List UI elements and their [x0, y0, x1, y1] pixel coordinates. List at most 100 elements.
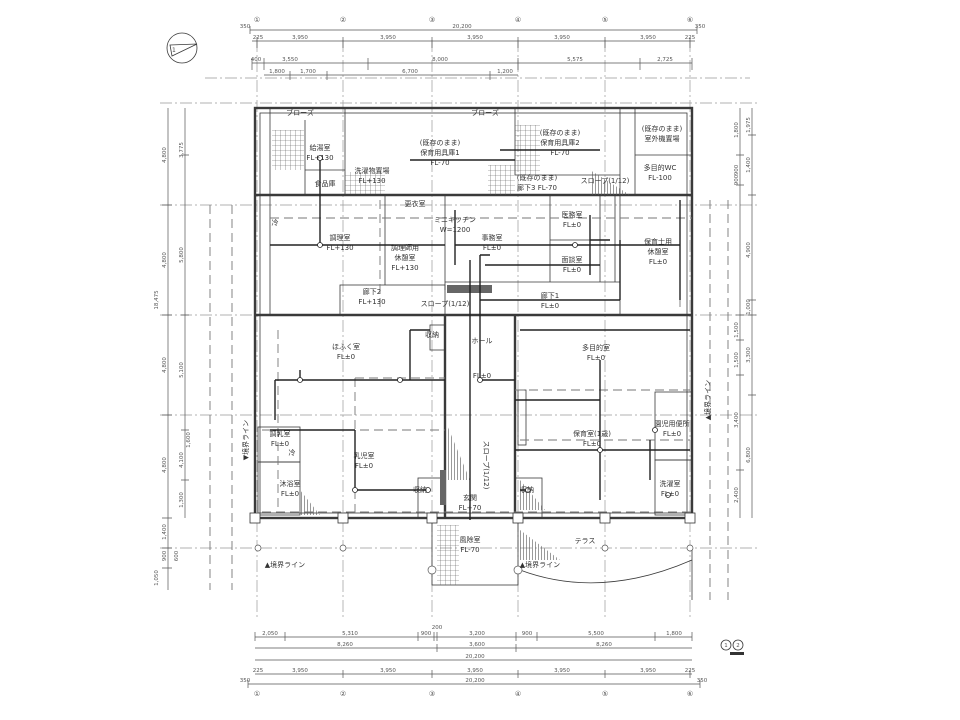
- dimension-text: 2,050: [262, 631, 278, 637]
- scale-symbol: 1 2: [720, 639, 744, 655]
- room-label: (既存のまま): [540, 128, 581, 137]
- room-label: FL+130: [358, 298, 385, 306]
- dimension-text: 1,300: [179, 492, 185, 508]
- grid-axis-label-top: ⑤: [602, 16, 608, 24]
- room-label: 洗濯室: [660, 479, 681, 488]
- dimension-text: 5,800: [179, 247, 185, 263]
- room-label: 収納: [520, 485, 534, 494]
- room-label: 調理師用: [391, 243, 419, 252]
- dimension-text: 3,950: [380, 35, 396, 41]
- dimension-text: 6,700: [402, 69, 418, 75]
- room-label: ▲境界ライン: [703, 380, 712, 420]
- grid-axis-label-bottom: ②: [340, 690, 346, 698]
- dimension-text: 5,500: [588, 631, 604, 637]
- dimension-text: 900: [162, 550, 168, 561]
- room-label: 多目的室: [582, 343, 610, 352]
- svg-text:1: 1: [172, 47, 176, 54]
- dimension-text: 4,800: [162, 457, 168, 473]
- dimension-text: 2,400: [734, 487, 740, 503]
- room-label: (既存のまま): [517, 173, 558, 182]
- room-label: 調理室: [330, 233, 351, 242]
- grid-axis-label-top: ②: [340, 16, 346, 24]
- grid-axis-label-top: ⑥: [687, 16, 693, 24]
- dimension-text: 6,800: [746, 447, 752, 463]
- room-label: 廊下3 FL-70: [517, 183, 557, 192]
- dimension-text: 18,475: [154, 290, 160, 310]
- room-label: (既存のまま): [420, 138, 461, 147]
- dimension-text: 3,950: [467, 668, 483, 674]
- dimension-text: 1,500: [734, 322, 740, 338]
- room-label: ホール: [472, 337, 493, 345]
- room-label: 休憩室: [648, 247, 669, 256]
- dimension-text: 3,400: [734, 412, 740, 428]
- room-label: FL±0: [583, 440, 601, 448]
- room-label: FL±0: [649, 258, 667, 266]
- room-label: 冷: [272, 218, 279, 227]
- room-label: 廊下1: [541, 291, 559, 300]
- dimension-text: 3,550: [282, 57, 298, 63]
- room-label: FL±0: [563, 266, 581, 274]
- room-label: 保育用具庫1: [420, 148, 459, 157]
- room-label: ▲境界ライン: [520, 560, 560, 569]
- dimension-text: 3,950: [292, 668, 308, 674]
- room-label: 収納: [425, 330, 439, 339]
- dimension-text: 400: [251, 57, 262, 63]
- dimension-text: 225: [685, 668, 696, 674]
- dimension-text: 1,400: [162, 524, 168, 540]
- scale-symbol-1: 1: [724, 643, 728, 649]
- dimension-text: 3,775: [179, 142, 185, 158]
- room-label: 多目的WC: [644, 163, 677, 172]
- dimension-text: 1,400: [746, 157, 752, 173]
- room-label: FL-100: [648, 174, 672, 182]
- grid-axis-label-bottom: ⑤: [602, 690, 608, 698]
- dimension-text: 900: [522, 631, 533, 637]
- room-label: FL±0: [541, 302, 559, 310]
- dimension-text: 8,260: [337, 642, 353, 648]
- room-label: FL+70: [459, 504, 482, 512]
- dimension-text: 900: [734, 164, 740, 175]
- room-label: FL-70: [430, 159, 449, 167]
- room-label: スロープ(1/12): [482, 441, 490, 490]
- dimension-text: 3,600: [469, 642, 485, 648]
- dimension-text: 3,950: [554, 668, 570, 674]
- room-label: FL±0: [661, 490, 679, 498]
- room-label: 保育用具庫2: [540, 138, 579, 147]
- room-label: (既存のまま): [642, 124, 683, 133]
- room-label: 収納: [413, 485, 427, 494]
- room-label: 廊下2: [363, 287, 381, 296]
- dimension-text: 5,575: [567, 57, 583, 63]
- room-label: 保育室(1歳): [573, 429, 611, 438]
- room-label: 洗濯物置場: [355, 166, 390, 175]
- dimension-text: 4,800: [162, 147, 168, 163]
- dimension-text: 8,260: [596, 642, 612, 648]
- dimension-text: 350: [240, 678, 251, 684]
- room-label: 食品庫: [315, 179, 336, 188]
- room-label: 保育士用: [644, 237, 672, 246]
- room-label: FL±0: [281, 490, 299, 498]
- dimension-text: 8,000: [432, 57, 448, 63]
- dimension-text: 3,950: [640, 668, 656, 674]
- dimension-text: 1,200: [497, 69, 513, 75]
- dimension-text: 20,200: [465, 654, 485, 660]
- room-label: FL+130: [391, 264, 418, 272]
- dimension-text: 225: [253, 668, 264, 674]
- room-label: FL+130: [358, 177, 385, 185]
- dimension-text: 3,200: [469, 631, 485, 637]
- room-label: 給湯室: [310, 143, 331, 152]
- room-label: 玄関: [463, 493, 477, 502]
- room-label: FL±0: [587, 354, 605, 362]
- dimension-text: 350: [695, 24, 706, 30]
- room-label: FL±0: [337, 353, 355, 361]
- dimension-text: 1,800: [269, 69, 285, 75]
- room-label: 乳児室: [354, 451, 375, 460]
- grid-axis-label-bottom: ⑥: [687, 690, 693, 698]
- piping-routes: [270, 149, 690, 520]
- dimension-text: 1,050: [154, 570, 160, 586]
- dimension-text: 1,800: [734, 122, 740, 138]
- grid-axis-label-top: ③: [429, 16, 435, 24]
- room-label: ブローズ: [471, 108, 499, 117]
- room-label: FL±0: [663, 430, 681, 438]
- dimension-text: 3,950: [467, 35, 483, 41]
- grid-axis-label-bottom: ①: [254, 690, 260, 698]
